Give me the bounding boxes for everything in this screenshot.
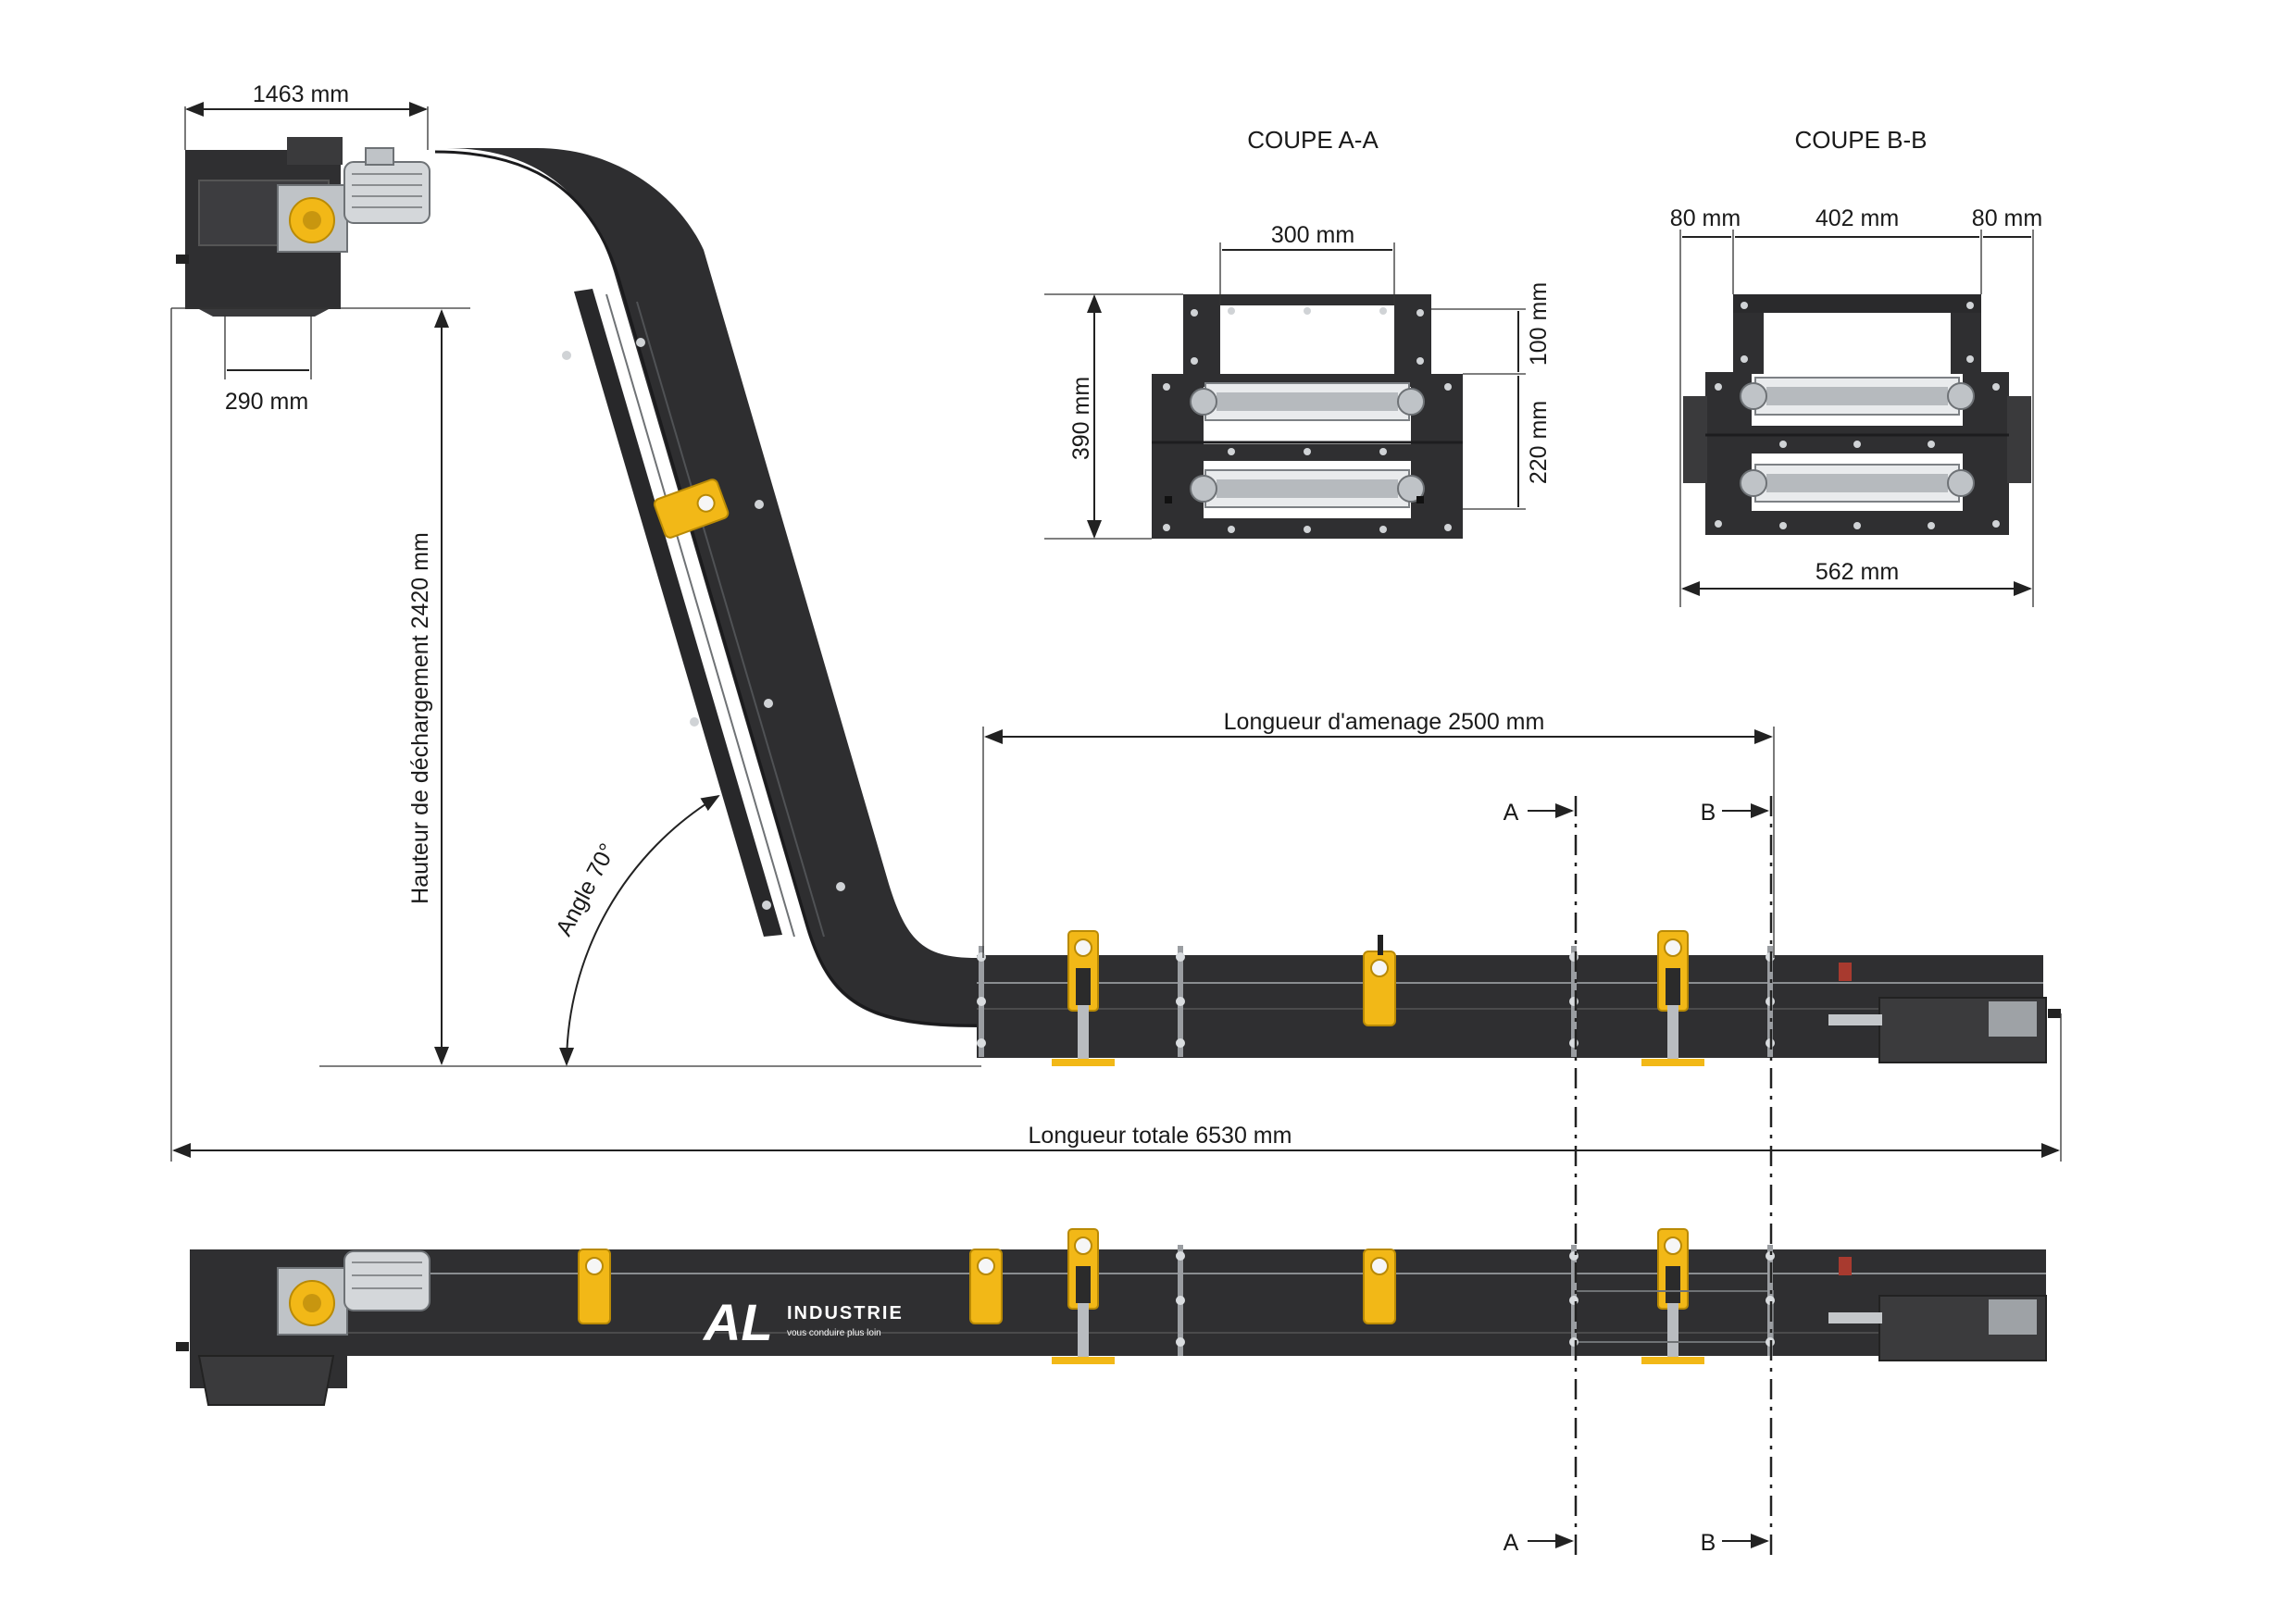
section-b-right-margin-label: 80 mm <box>1972 205 2042 231</box>
width-top-label: 1463 mm <box>253 81 349 107</box>
dimension-loading-length: Longueur d'amenage 2500 mm <box>982 709 1775 958</box>
section-a-inner-width-label: 300 mm <box>1271 222 1354 248</box>
section-a-dim-lower-height: 220 mm <box>1463 376 1552 510</box>
total-length-label: Longueur totale 6530 mm <box>1029 1123 1292 1149</box>
top-tail-tensioner <box>1828 1257 2047 1361</box>
logo-mark: AL <box>702 1293 773 1351</box>
section-a-dim-inner-width: 300 mm <box>1219 222 1395 305</box>
angle-label: Angle 70° <box>551 839 621 940</box>
section-b-total-width-label: 562 mm <box>1816 559 1899 585</box>
gear-motor <box>277 147 430 253</box>
section-a-dim-total-height: 390 mm <box>1044 293 1183 540</box>
logo-name: INDUSTRIE <box>787 1303 904 1323</box>
dimension-discharge-height: Hauteur de déchargement 2420 mm <box>171 307 981 1067</box>
section-mark-a-top: A <box>1504 800 1519 826</box>
section-a-dim-upper-height: 100 mm <box>1431 282 1552 375</box>
section-b-view: COUPE B-B <box>1683 126 2031 535</box>
top-drive-head <box>176 1249 430 1406</box>
section-b-dim-top: 80 mm 402 mm 80 mm <box>1670 205 2042 607</box>
discharge-height-label: Hauteur de déchargement 2420 mm <box>407 532 433 904</box>
loading-length-label: Longueur d'amenage 2500 mm <box>1224 709 1545 735</box>
chute-width-label: 290 mm <box>225 389 308 415</box>
section-b-title: COUPE B-B <box>1794 126 1927 154</box>
section-a-view: COUPE A-A <box>1152 126 1463 539</box>
dimension-total-length: Longueur totale 6530 mm <box>170 308 2062 1162</box>
dimension-angle: Angle 70° <box>551 794 720 1066</box>
section-a-total-height-label: 390 mm <box>1068 377 1094 460</box>
section-a-upper-height-label: 100 mm <box>1526 282 1552 366</box>
section-line-a: A A <box>1504 796 1578 1556</box>
top-view-frame <box>190 1249 2046 1356</box>
logo-tagline: vous conduire plus loin <box>787 1328 881 1338</box>
top-view: AL INDUSTRIE vous conduire plus loin <box>176 1228 2047 1406</box>
dimension-width-top: 1463 mm <box>184 81 429 150</box>
section-mark-b-top: B <box>1701 800 1716 826</box>
dimension-chute-width: 290 mm <box>224 315 312 415</box>
section-mark-b-bottom: B <box>1701 1530 1716 1556</box>
al-industrie-logo: AL INDUSTRIE vous conduire plus loin <box>702 1293 904 1351</box>
conveyor-band <box>433 148 977 1027</box>
incline-bolts <box>562 338 845 910</box>
section-b-inner-width-label: 402 mm <box>1816 205 1899 231</box>
section-b-left-margin-label: 80 mm <box>1670 205 1741 231</box>
section-a-title: COUPE A-A <box>1247 126 1379 154</box>
horizontal-frame <box>977 955 2043 1058</box>
side-view <box>176 137 2061 1066</box>
section-mark-a-bottom: A <box>1504 1530 1519 1556</box>
tail-tensioner <box>1828 997 2061 1063</box>
section-b-dim-total-width: 562 mm <box>1681 559 2032 596</box>
section-line-b: B B <box>1701 796 1773 1556</box>
lifting-lug-incline <box>653 478 730 539</box>
section-a-lower-height-label: 220 mm <box>1526 401 1552 484</box>
